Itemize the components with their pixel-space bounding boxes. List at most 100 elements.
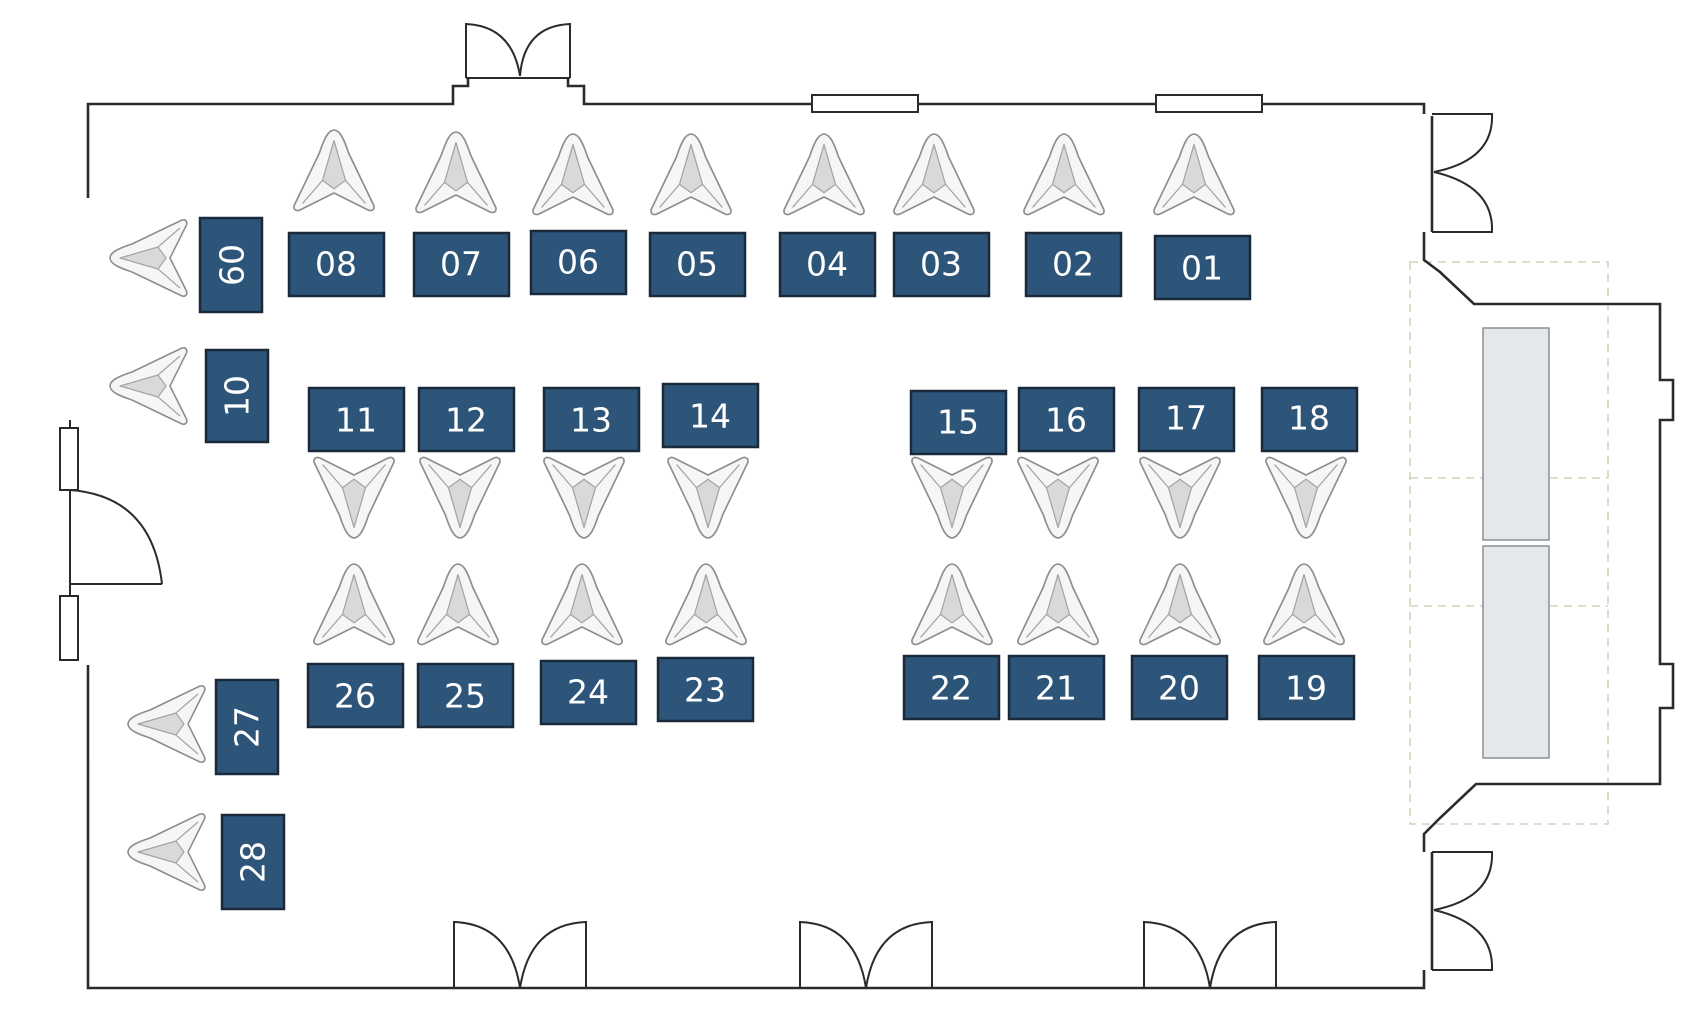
chair-icon — [313, 456, 395, 539]
booth-01[interactable]: 01 — [1153, 234, 1252, 301]
booth-label: 16 — [1045, 401, 1087, 440]
booth-label: 27 — [228, 706, 267, 748]
booth-label: 24 — [567, 673, 609, 712]
stage-zone — [1409, 261, 1609, 825]
booth-label: 17 — [1165, 399, 1207, 438]
booth-label: 04 — [806, 245, 848, 284]
booth-10[interactable]: 10 — [204, 348, 270, 444]
chair-icon — [532, 133, 614, 216]
booth-14[interactable]: 14 — [661, 382, 760, 449]
booth-09[interactable]: 09 — [198, 216, 264, 314]
booth-22[interactable]: 22 — [902, 654, 1001, 721]
chair-icon — [313, 563, 395, 646]
chair-icon — [127, 812, 206, 892]
booth-label: 11 — [335, 401, 377, 440]
booth-label: 02 — [1052, 245, 1094, 284]
double-door-icon — [799, 920, 933, 989]
booth-label: 22 — [930, 669, 972, 708]
chair-icon — [541, 563, 623, 646]
booth-label: 15 — [937, 403, 979, 442]
booth-label: 07 — [440, 245, 482, 284]
chair-icon — [783, 133, 865, 216]
booth-label: 18 — [1288, 399, 1330, 438]
booth-05[interactable]: 05 — [648, 231, 747, 298]
booth-label: 09 — [212, 244, 251, 286]
booth-04[interactable]: 04 — [778, 231, 877, 298]
chair-icon — [1153, 133, 1235, 216]
double-door-icon — [1432, 851, 1494, 971]
chair-icon — [1139, 563, 1221, 646]
chair-icon — [1265, 456, 1347, 539]
booth-03[interactable]: 03 — [892, 231, 991, 298]
booth-label: 14 — [689, 397, 731, 436]
booth-label: 25 — [444, 677, 486, 716]
chair-icon — [1017, 563, 1099, 646]
booth-07[interactable]: 07 — [412, 231, 511, 298]
booth-label: 03 — [920, 245, 962, 284]
booth-21[interactable]: 21 — [1007, 654, 1106, 721]
left-window-bottom — [59, 595, 79, 661]
stage-platform-top — [1482, 327, 1550, 541]
chair-icon — [665, 563, 747, 646]
booth-11[interactable]: 11 — [307, 386, 406, 453]
chair-icon — [1017, 456, 1099, 539]
double-door-icon — [1432, 113, 1494, 233]
double-door-icon — [465, 22, 571, 79]
chair-icon — [109, 218, 188, 298]
booth-27[interactable]: 27 — [214, 678, 280, 776]
chair-icon — [109, 346, 188, 426]
booth-label: 23 — [684, 671, 726, 710]
stage-platform-bottom — [1482, 545, 1550, 759]
booth-08[interactable]: 08 — [287, 231, 386, 298]
booth-label: 08 — [315, 245, 357, 284]
booth-24[interactable]: 24 — [539, 659, 638, 726]
booth-26[interactable]: 26 — [306, 662, 405, 729]
booth-15[interactable]: 15 — [909, 389, 1008, 456]
booth-19[interactable]: 19 — [1257, 654, 1356, 721]
booth-20[interactable]: 20 — [1130, 654, 1229, 721]
single-door-icon — [69, 489, 163, 585]
top-window-1 — [811, 94, 919, 113]
booth-label: 26 — [334, 677, 376, 716]
booth-12[interactable]: 12 — [417, 386, 516, 453]
booth-label: 20 — [1158, 669, 1200, 708]
chair-icon — [650, 133, 732, 216]
chair-icon — [1139, 456, 1221, 539]
double-door-icon — [453, 920, 587, 989]
booth-28[interactable]: 28 — [220, 813, 286, 911]
chair-icon — [911, 563, 993, 646]
booth-label: 21 — [1035, 669, 1077, 708]
booth-02[interactable]: 02 — [1024, 231, 1123, 298]
chair-icon — [911, 456, 993, 539]
booth-06[interactable]: 06 — [529, 229, 628, 296]
chair-icon — [1023, 133, 1105, 216]
chair-icon — [293, 129, 375, 212]
booth-18[interactable]: 18 — [1260, 386, 1359, 453]
booth-23[interactable]: 23 — [656, 656, 755, 723]
booth-13[interactable]: 13 — [542, 386, 641, 453]
double-door-icon — [1143, 920, 1277, 989]
chair-icon — [419, 456, 501, 539]
room-walls — [59, 78, 1675, 990]
chair-icon — [1263, 563, 1345, 646]
top-window-2 — [1155, 94, 1263, 113]
booth-label: 05 — [676, 245, 718, 284]
booth-label: 10 — [218, 375, 257, 417]
booth-16[interactable]: 16 — [1017, 386, 1116, 453]
booth-label: 19 — [1285, 669, 1327, 708]
booth-label: 13 — [570, 401, 612, 440]
left-window-top — [59, 427, 79, 491]
chair-icon — [417, 563, 499, 646]
booth-17[interactable]: 17 — [1137, 386, 1236, 453]
chair-icon — [893, 133, 975, 216]
chair-icon — [543, 456, 625, 539]
chair-icon — [667, 456, 749, 539]
booths: 01 02 03 04 05 06 07 08 09 10 11 12 13 1… — [198, 216, 1359, 911]
booth-label: 01 — [1181, 249, 1223, 288]
booth-label: 28 — [234, 841, 273, 883]
booth-25[interactable]: 25 — [416, 662, 515, 729]
booth-label: 12 — [445, 401, 487, 440]
chair-icon — [127, 684, 206, 764]
booth-label: 06 — [557, 243, 599, 282]
